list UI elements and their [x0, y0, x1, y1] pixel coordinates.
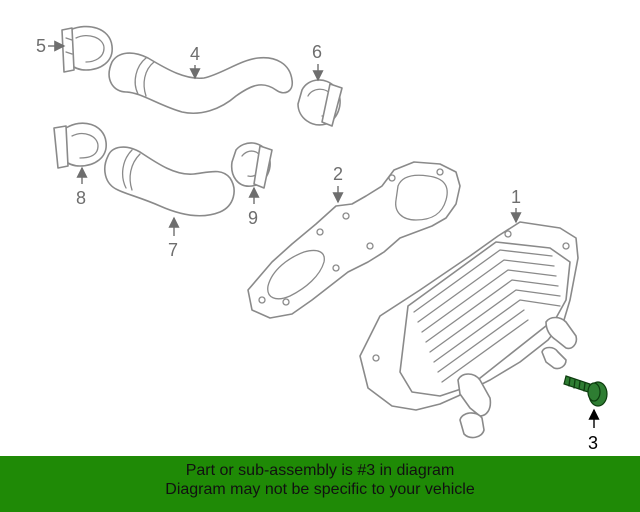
callout-7: 7: [168, 216, 180, 260]
clamp-part-9[interactable]: [230, 142, 273, 189]
svg-text:4: 4: [190, 44, 200, 64]
gasket-part-2[interactable]: [247, 161, 461, 319]
svg-text:2: 2: [333, 164, 343, 184]
svg-text:7: 7: [168, 240, 178, 260]
svg-text:3: 3: [588, 433, 598, 453]
banner-line-disclaimer: Diagram may not be specific to your vehi…: [165, 481, 475, 498]
svg-text:5: 5: [36, 36, 46, 56]
hose-part-7[interactable]: [104, 146, 235, 217]
callout-3: 3: [588, 408, 600, 453]
hose-part-4[interactable]: [108, 52, 294, 114]
part-info-banner: Part or sub-assembly is #3 in diagram Di…: [0, 456, 640, 512]
svg-text:8: 8: [76, 188, 86, 208]
oil-cooler-part-1[interactable]: [359, 221, 579, 439]
bolt-part-3[interactable]: [563, 375, 608, 407]
clamp-part-6[interactable]: [297, 79, 343, 127]
callout-6: 6: [312, 42, 324, 82]
clamp-part-5[interactable]: [61, 25, 113, 73]
callout-9: 9: [248, 186, 260, 228]
clamp-part-8[interactable]: [53, 122, 107, 169]
parts-diagram: 1 2 3 4 5 6 7 8 9: [36, 25, 608, 453]
svg-text:6: 6: [312, 42, 322, 62]
svg-text:9: 9: [248, 208, 258, 228]
callout-5: 5: [36, 36, 66, 56]
callout-4: 4: [189, 44, 201, 80]
callout-8: 8: [76, 166, 88, 208]
callout-1: 1: [510, 187, 522, 224]
callout-2: 2: [332, 164, 344, 204]
svg-text:1: 1: [511, 187, 521, 207]
banner-line-part: Part or sub-assembly is #3 in diagram: [185, 462, 455, 479]
